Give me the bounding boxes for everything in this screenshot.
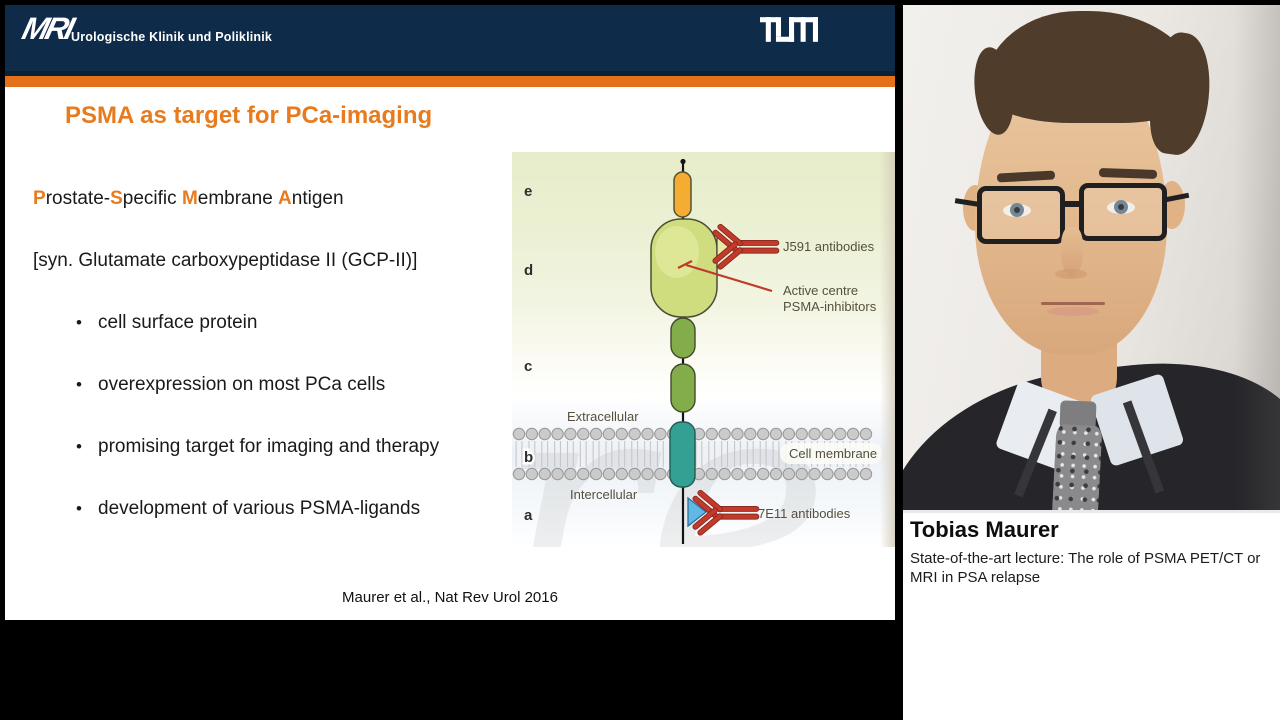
domain-b-transmembrane-pill <box>669 421 696 488</box>
department-title: Urologische Klinik und Poliklinik <box>71 30 273 44</box>
active-centre-marker <box>677 260 693 269</box>
photo-bottom-edge <box>903 510 1280 513</box>
cell-membrane-label-box <box>780 443 882 464</box>
lecture-title-line1: State-of-the-art lecture: The role of PS… <box>910 550 1261 567</box>
intercellular-label: Intercellular <box>570 487 638 502</box>
glasses-lens-left <box>977 186 1065 244</box>
tum-logo <box>760 17 818 42</box>
capsule-highlight <box>655 226 699 278</box>
bullet-overexpression: •overexpression on most PCa cells <box>76 374 386 395</box>
presenter-panel: Tobias Maurer State-of-the-art lecture: … <box>903 5 1280 720</box>
glasses-lens-right <box>1079 183 1167 241</box>
cell-membrane-bilayer <box>512 427 873 481</box>
psma-letter-a: A <box>278 188 292 209</box>
extracellular-label: Extracellular <box>567 409 639 424</box>
lecture-title: State-of-the-art lecture: The role of PS… <box>910 550 1276 587</box>
active-centre-label-line2: PSMA-inhibitors <box>783 299 877 314</box>
slide-title: PSMA as target for PCa-imaging <box>65 102 433 129</box>
citation: Maurer et al., Nat Rev Urol 2016 <box>342 589 558 606</box>
paisley-tie <box>1051 423 1103 513</box>
presenter-photo <box>903 5 1280 513</box>
slide-header: MRI Urologische Klinik und Poliklinik <box>5 5 895 76</box>
region-label-d: d <box>524 262 533 279</box>
photo-right-shading <box>1234 5 1280 513</box>
psma-acronym-line: Prostate-Specific Membrane Antigen <box>33 188 344 209</box>
e7e11-epitope-triangle <box>687 496 708 528</box>
j591-label: J591 antibodies <box>783 239 875 254</box>
domain-c-pill-upper <box>670 317 696 359</box>
region-label-b: b <box>524 449 533 466</box>
nose <box>1061 227 1083 277</box>
glasses-bridge <box>1061 201 1079 207</box>
bullet-ligand-development: •development of various PSMA-ligands <box>76 498 421 519</box>
psma-letter-s: S <box>110 188 123 209</box>
j591-antibody-icon <box>712 223 780 270</box>
orange-divider <box>5 76 895 87</box>
cell-membrane-label: Cell membrane <box>789 446 877 461</box>
psma-structure-diagram: re Cell membrane <box>512 152 895 547</box>
synonym-line: [syn. Glutamate carboxypeptidase II (GCP… <box>33 250 418 271</box>
bullet-dot: • <box>76 313 82 332</box>
lecture-title-line2: MRI in PSA relapse <box>910 568 1041 586</box>
region-label-c: c <box>524 358 532 375</box>
presenter-name: Tobias Maurer <box>910 517 1059 542</box>
lower-lip <box>1047 307 1099 316</box>
nose-shadow <box>1055 269 1087 279</box>
figure-page-edge <box>880 152 895 547</box>
domain-e-pill <box>673 171 692 218</box>
active-centre-label-line1: Active centre <box>783 283 858 298</box>
psma-letter-m: M <box>181 188 198 209</box>
e7e11-label: 7E11 antibodies <box>758 506 851 521</box>
bullet-dot: • <box>76 437 82 456</box>
bullet-cell-surface: •cell surface protein <box>76 312 258 333</box>
region-label-a: a <box>524 507 533 524</box>
bullet-dot: • <box>76 499 82 518</box>
pupil-left <box>1014 207 1020 213</box>
mouth <box>1041 302 1105 305</box>
pupil-right <box>1118 204 1124 210</box>
active-centre-pointer-line <box>685 263 773 293</box>
slide-area: MRI Urologische Klinik und Poliklinik PS… <box>5 5 895 620</box>
bullet-promising-target: •promising target for imaging and therap… <box>76 436 440 457</box>
e7e11-antibody-icon <box>692 489 760 536</box>
mri-logo: MRI <box>18 11 76 46</box>
domain-c-pill-lower <box>670 363 696 413</box>
region-label-e: e <box>524 183 532 200</box>
bullet-dot: • <box>76 375 82 394</box>
backbone-tip-dot <box>680 158 686 165</box>
psma-letter-p: P <box>33 188 46 209</box>
